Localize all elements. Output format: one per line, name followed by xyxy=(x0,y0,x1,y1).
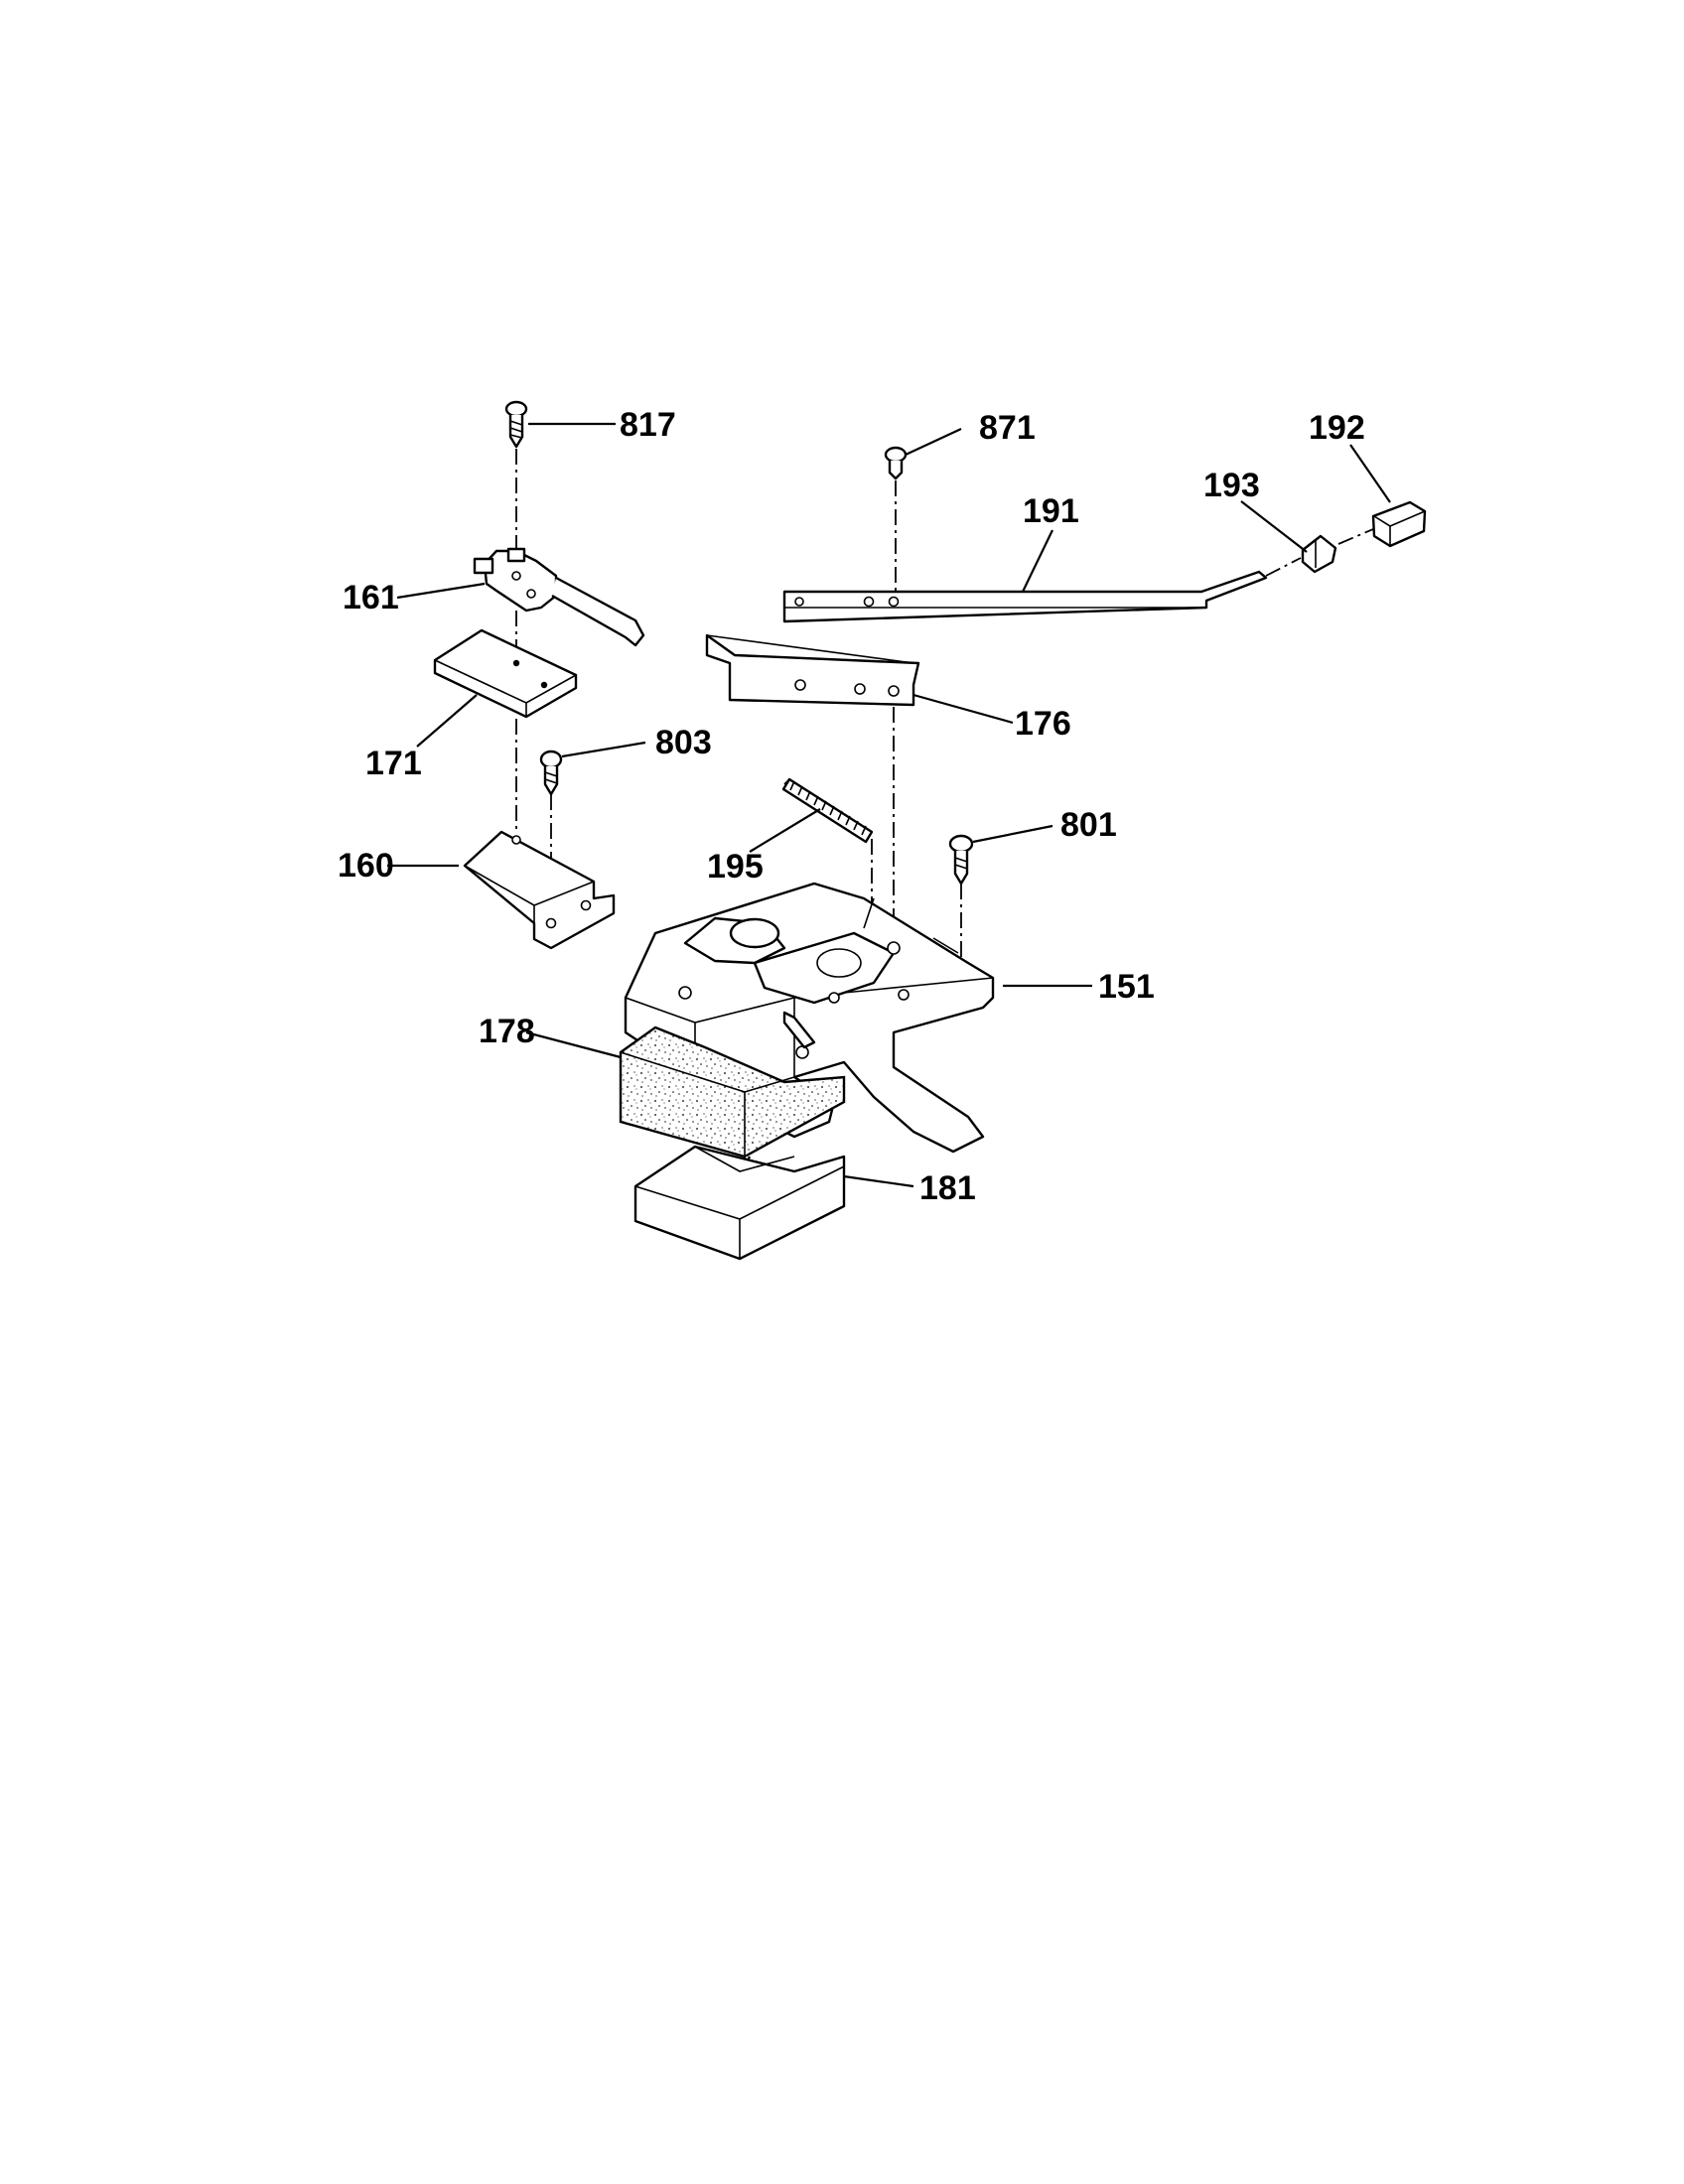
callout-151: 151 xyxy=(1098,968,1155,1006)
clip-193-drawing xyxy=(1301,534,1337,574)
bracket-176-drawing xyxy=(705,633,920,707)
screw-817-drawing xyxy=(504,400,528,449)
callout-195: 195 xyxy=(707,848,764,886)
cap-192-drawing xyxy=(1371,500,1427,548)
leader-192 xyxy=(1349,444,1391,503)
callout-labels: 817 871 192 193 191 161 171 176 803 801 … xyxy=(338,406,1365,1207)
screw-801-drawing xyxy=(948,834,974,886)
leader-171 xyxy=(416,694,478,748)
latch-assembly-151-drawing xyxy=(624,882,995,1154)
leader-803 xyxy=(561,741,646,758)
callout-192: 192 xyxy=(1309,409,1365,447)
leader-195 xyxy=(749,808,821,853)
leader-181 xyxy=(843,1174,914,1188)
spring-195-drawing xyxy=(781,777,874,844)
screw-803-drawing xyxy=(539,750,563,796)
callout-176: 176 xyxy=(1015,705,1071,743)
callout-871: 871 xyxy=(979,409,1036,447)
plate-171-drawing xyxy=(433,628,578,719)
leader-lines xyxy=(387,422,1391,1188)
callout-171: 171 xyxy=(365,745,422,782)
callout-817: 817 xyxy=(620,406,676,444)
leader-176 xyxy=(912,693,1014,725)
callout-193: 193 xyxy=(1203,467,1260,504)
callout-178: 178 xyxy=(479,1013,535,1050)
bracket-160-drawing xyxy=(463,830,616,950)
callout-160: 160 xyxy=(338,847,394,885)
leader-161 xyxy=(396,582,486,600)
callout-803: 803 xyxy=(655,724,712,761)
leader-801 xyxy=(972,824,1053,844)
rod-191-drawing xyxy=(782,570,1268,623)
leader-191 xyxy=(1022,529,1053,593)
box-181-drawing xyxy=(633,1145,846,1261)
foam-block-178-drawing xyxy=(619,1025,846,1167)
leader-193 xyxy=(1240,500,1308,553)
callout-161: 161 xyxy=(343,579,399,616)
screw-871-drawing xyxy=(884,446,908,480)
leader-871 xyxy=(905,428,962,456)
callout-191: 191 xyxy=(1023,492,1079,530)
leader-178 xyxy=(525,1030,622,1059)
switch-161-drawing xyxy=(473,547,645,647)
callout-801: 801 xyxy=(1060,806,1117,844)
callout-181: 181 xyxy=(919,1169,976,1207)
